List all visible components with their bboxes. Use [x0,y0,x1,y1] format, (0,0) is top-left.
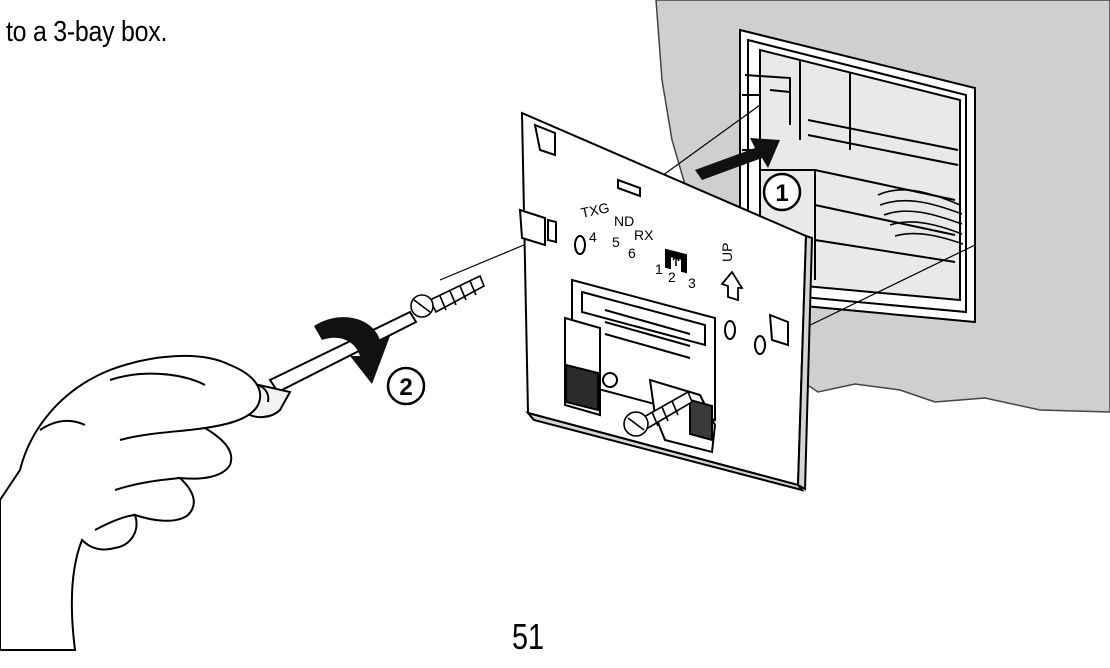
hand [0,354,262,651]
label-1: 1 [655,261,663,277]
page-number: 51 [512,616,545,657]
insert-arrow [695,138,780,180]
label-rx: RX [634,227,654,243]
label-6: 6 [628,245,636,261]
label-nd: ND [614,213,634,229]
step-2-badge: 2 [386,366,426,406]
rotation-arrow [314,317,390,384]
box-wires [877,189,964,245]
screw-upper [410,274,486,318]
step-2-number: 2 [399,374,412,401]
caption-text: to a 3-bay box. [6,16,168,48]
step-1-badge: 1 [762,172,802,212]
label-tx: TXG [579,199,610,221]
label-2: 2 [668,269,676,285]
screw-lower [623,390,693,437]
label-up: UP [719,243,735,262]
step-1-number: 1 [775,180,788,207]
label-5: 5 [612,234,620,250]
label-4: 4 [589,229,597,245]
wall-plate [518,111,814,492]
label-3: 3 [688,275,696,291]
